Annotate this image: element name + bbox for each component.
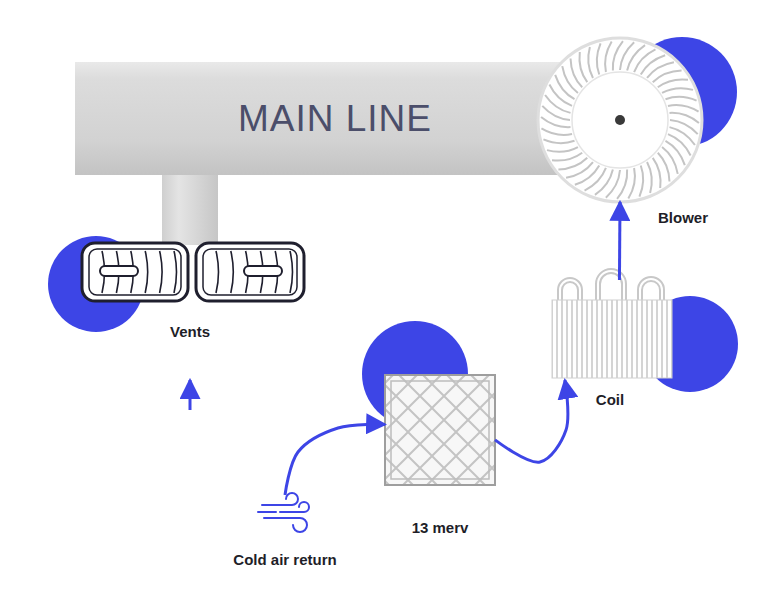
blower-wheel bbox=[628, 168, 635, 199]
blower-wheel bbox=[597, 43, 601, 74]
return-part: Cold air return bbox=[255, 495, 315, 525]
blower-wheel bbox=[669, 113, 698, 123]
airflow-arrow bbox=[495, 380, 568, 462]
vent-grilles bbox=[216, 251, 219, 293]
airflow-arrow bbox=[285, 424, 385, 495]
vent-grilles bbox=[174, 251, 177, 293]
airflow-arrow bbox=[618, 202, 622, 280]
blower-wheel bbox=[541, 128, 572, 135]
blower-wheel bbox=[538, 38, 702, 202]
vents-part: Vents bbox=[80, 243, 306, 303]
vent-grilles bbox=[145, 251, 148, 293]
vent-grilles bbox=[89, 249, 181, 295]
wind-icon bbox=[258, 511, 276, 513]
blower-wheel bbox=[579, 52, 587, 82]
blower-wheel bbox=[543, 139, 574, 143]
vent-grilles bbox=[203, 249, 297, 295]
blower-wheel bbox=[668, 105, 699, 112]
vent-grilles bbox=[82, 243, 304, 301]
wind-icon bbox=[258, 493, 309, 532]
part-label: Blower bbox=[658, 209, 708, 227]
vent-grilles bbox=[231, 251, 234, 293]
coil-illustration bbox=[560, 271, 662, 302]
wind-icon bbox=[280, 502, 309, 512]
blower-wheel bbox=[647, 162, 652, 193]
blower-wheel bbox=[658, 79, 688, 87]
blower-wheel bbox=[588, 47, 593, 78]
filter-illustration bbox=[385, 375, 495, 485]
blower-wheel bbox=[541, 41, 699, 199]
vent-grilles bbox=[244, 266, 282, 276]
part-label: 13 merv bbox=[412, 519, 469, 537]
blower-wheel bbox=[538, 38, 702, 202]
blower-wheel bbox=[665, 97, 696, 101]
blower-wheel bbox=[662, 88, 693, 93]
blower-wheel bbox=[572, 72, 668, 168]
vent-grilles bbox=[160, 251, 163, 293]
vent-grilles bbox=[196, 243, 304, 301]
duct-name: MAIN LINE bbox=[63, 62, 607, 175]
blower-wheel bbox=[639, 165, 643, 196]
filter-illustration bbox=[385, 375, 495, 485]
airflow-arrow bbox=[189, 380, 192, 410]
coil-part: Coil bbox=[550, 280, 674, 380]
coil-illustration bbox=[560, 271, 662, 302]
blower-wheel bbox=[670, 120, 698, 134]
blower-wheel bbox=[605, 41, 612, 72]
blower-wheel bbox=[552, 153, 582, 161]
filter-part: 13 merv bbox=[385, 375, 495, 485]
blower-part: Blower bbox=[538, 38, 702, 202]
vent-grilles bbox=[290, 251, 293, 293]
blower-wheel bbox=[547, 147, 578, 152]
blower-wheel bbox=[542, 106, 570, 120]
coil-illustration bbox=[552, 271, 672, 378]
blower-wheel bbox=[620, 42, 634, 70]
filter-illustration bbox=[391, 381, 489, 479]
vent-grilles bbox=[100, 266, 138, 276]
blower-wheel bbox=[653, 158, 661, 188]
main-duct bbox=[162, 175, 218, 245]
part-label: Coil bbox=[596, 391, 624, 409]
vent-grilles bbox=[82, 243, 188, 301]
coil-illustration bbox=[552, 300, 672, 378]
blower-wheel bbox=[615, 115, 625, 125]
part-label: Cold air return bbox=[233, 551, 336, 569]
blower-wheel bbox=[606, 170, 620, 198]
wind-icon bbox=[262, 493, 298, 505]
part-label: Vents bbox=[170, 323, 210, 341]
wind-icon bbox=[264, 518, 307, 532]
duct-label-box: MAIN LINE bbox=[63, 62, 607, 175]
blue-accent-circles bbox=[48, 37, 738, 427]
